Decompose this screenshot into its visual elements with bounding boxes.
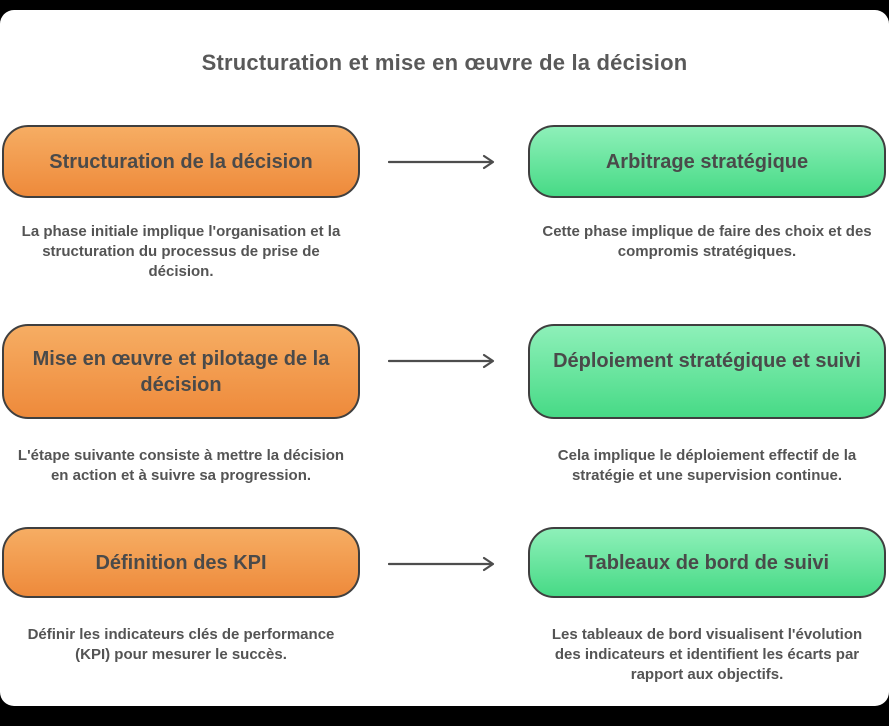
arrow-right-icon (388, 556, 495, 572)
source-box-3: Définition des KPI (2, 527, 360, 598)
arrow-right-icon (388, 353, 495, 369)
arrow-right-icon (388, 154, 495, 170)
source-description-2: L'étape suivante consiste à mettre la dé… (17, 447, 345, 484)
source-box-label: Définition des KPI (95, 551, 267, 574)
target-description-2: Cela implique le déploiement effectif de… (557, 447, 857, 484)
source-box-1: Structuration de la décision (2, 125, 360, 198)
source-box-2: Mise en œuvre et pilotage de la décision (2, 324, 360, 419)
target-box-label: Déploiement stratégique et suivi (553, 350, 861, 372)
target-box-label: Tableaux de bord de suivi (584, 551, 830, 574)
target-box-label: Arbitrage stratégique (605, 150, 809, 173)
target-box-1: Arbitrage stratégique (528, 125, 886, 198)
target-description-3: Les tableaux de bord visualisent l'évolu… (551, 626, 863, 683)
target-box-2: Déploiement stratégique et suivi (528, 324, 886, 419)
diagram-title: Structuration et mise en œuvre de la déc… (201, 50, 688, 75)
source-box-label: Mise en œuvre et pilotage de la décision (32, 347, 330, 396)
flow-arrow-3 (388, 556, 500, 572)
target-box-3: Tableaux de bord de suivi (528, 527, 886, 598)
source-description-3: Définir les indicateurs clés de performa… (27, 626, 335, 663)
source-description-1: La phase initiale implique l'organisatio… (21, 223, 341, 280)
source-box-label: Structuration de la décision (49, 150, 313, 173)
flow-arrow-2 (388, 353, 500, 369)
target-description-1: Cette phase implique de faire des choix … (542, 223, 872, 260)
flow-arrow-1 (388, 154, 500, 170)
